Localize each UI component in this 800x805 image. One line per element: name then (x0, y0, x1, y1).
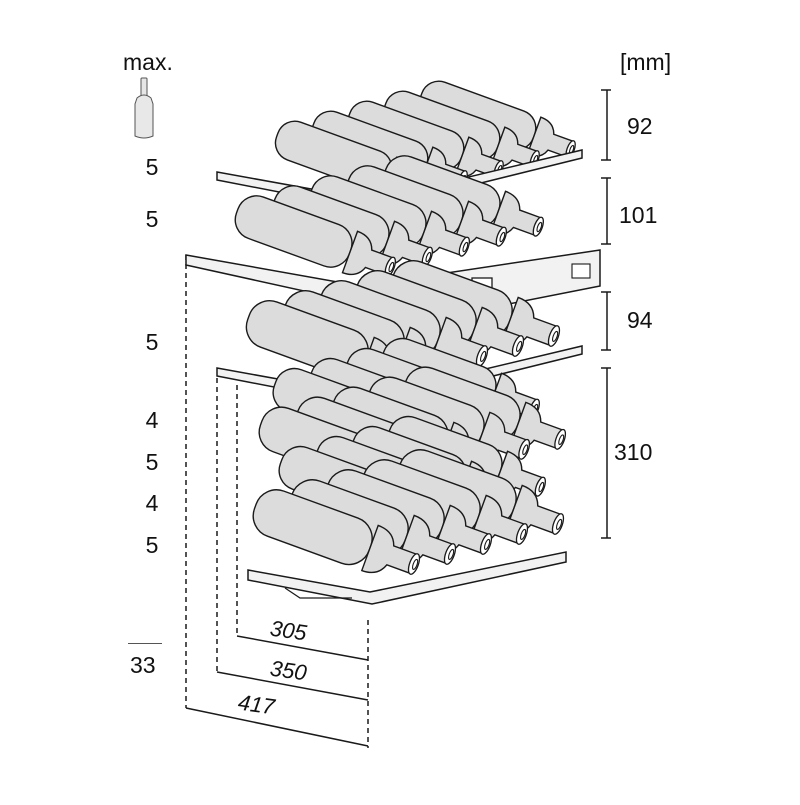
dimension-lines (185, 89, 611, 748)
wine-bottle (252, 489, 421, 575)
bottle-count-shelf-2: 5 (145, 206, 159, 232)
bottle-count-row-7: 5 (145, 532, 159, 558)
bottle-count-row-4: 4 (145, 407, 159, 433)
height-bracket-2 (601, 177, 611, 245)
height-bracket-3 (601, 291, 611, 351)
depth-line-417 (185, 255, 369, 747)
height-dim-shelf-3: 94 (627, 307, 653, 333)
bottle-count-shelf-3: 5 (145, 329, 159, 355)
total-divider (128, 643, 162, 644)
depth-dim-305: 305 (268, 615, 309, 646)
base-tray (247, 551, 567, 605)
bottle-count-shelf-1: 5 (145, 154, 159, 180)
height-bracket-4 (601, 367, 611, 539)
height-bracket-1 (601, 89, 611, 161)
wine-bottle (234, 195, 396, 277)
shelves-and-bottles (185, 80, 601, 605)
depth-line-350 (216, 378, 369, 701)
max-label: max. (123, 49, 173, 75)
depth-line-305 (236, 385, 369, 661)
unit-label: [mm] (620, 49, 672, 75)
wine-bottle-icon (134, 77, 154, 139)
depth-dim-417: 417 (236, 689, 277, 720)
height-dim-shelf-1: 92 (627, 113, 653, 139)
total-bottle-count: 33 (130, 652, 156, 678)
bottle-count-row-6: 4 (145, 490, 159, 516)
bottle-count-row-5: 5 (145, 449, 159, 475)
height-dim-bottom: 310 (614, 439, 653, 465)
depth-dim-350: 350 (268, 655, 309, 686)
button-icon (571, 263, 591, 279)
height-dim-shelf-2: 101 (619, 202, 658, 228)
